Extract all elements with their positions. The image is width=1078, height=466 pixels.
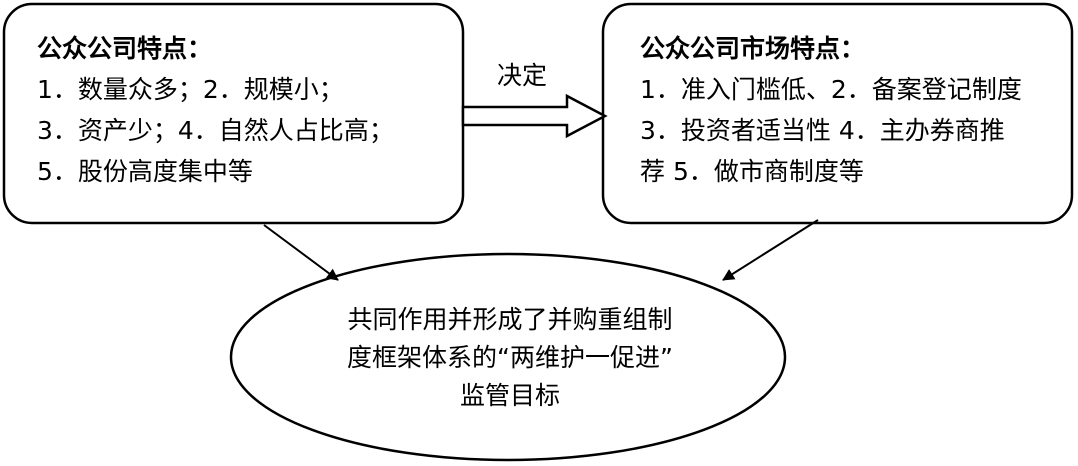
regulatory-goal-ellipse <box>229 252 787 462</box>
market-feature-line: 1．准入门槛低、2．备案登记制度 <box>640 75 1022 104</box>
public-company-market-features-text: 公众公司市场特点： 1．准入门槛低、2．备案登记制度 3．投资者适当性 4．主办… <box>640 28 1022 192</box>
regulatory-goal-line: 监管目标 <box>459 381 560 410</box>
left-to-goal-arrow <box>263 224 339 281</box>
regulatory-goal-line: 度框架体系的“两维护一促进” <box>347 343 673 372</box>
public-company-features-text: 公众公司特点： 1．数量众多；2．规模小； 3．资产少；4．自然人占比高； 5．… <box>37 28 394 192</box>
public-company-feature-line: 1．数量众多；2．规模小； <box>37 75 344 104</box>
market-feature-line: 3．投资者适当性 4．主办券商推 <box>640 116 1005 145</box>
public-company-market-features-box <box>601 2 1074 225</box>
public-company-feature-line: 3．资产少；4．自然人占比高； <box>37 116 394 145</box>
right-to-goal-arrow <box>722 219 819 281</box>
public-company-market-features-title: 公众公司市场特点： <box>640 34 866 63</box>
regulatory-goal-line: 共同作用并形成了并购重组制 <box>347 305 673 334</box>
regulatory-goal-text: 共同作用并形成了并购重组制 度框架体系的“两维护一促进” 监管目标 <box>230 301 790 415</box>
public-company-features-title: 公众公司特点： <box>37 34 213 63</box>
market-feature-line: 荐 5．做市商制度等 <box>640 157 864 186</box>
public-company-feature-line: 5．股份高度集中等 <box>37 157 253 186</box>
determines-label: 决定 <box>497 61 548 90</box>
determines-arrow <box>461 93 608 139</box>
